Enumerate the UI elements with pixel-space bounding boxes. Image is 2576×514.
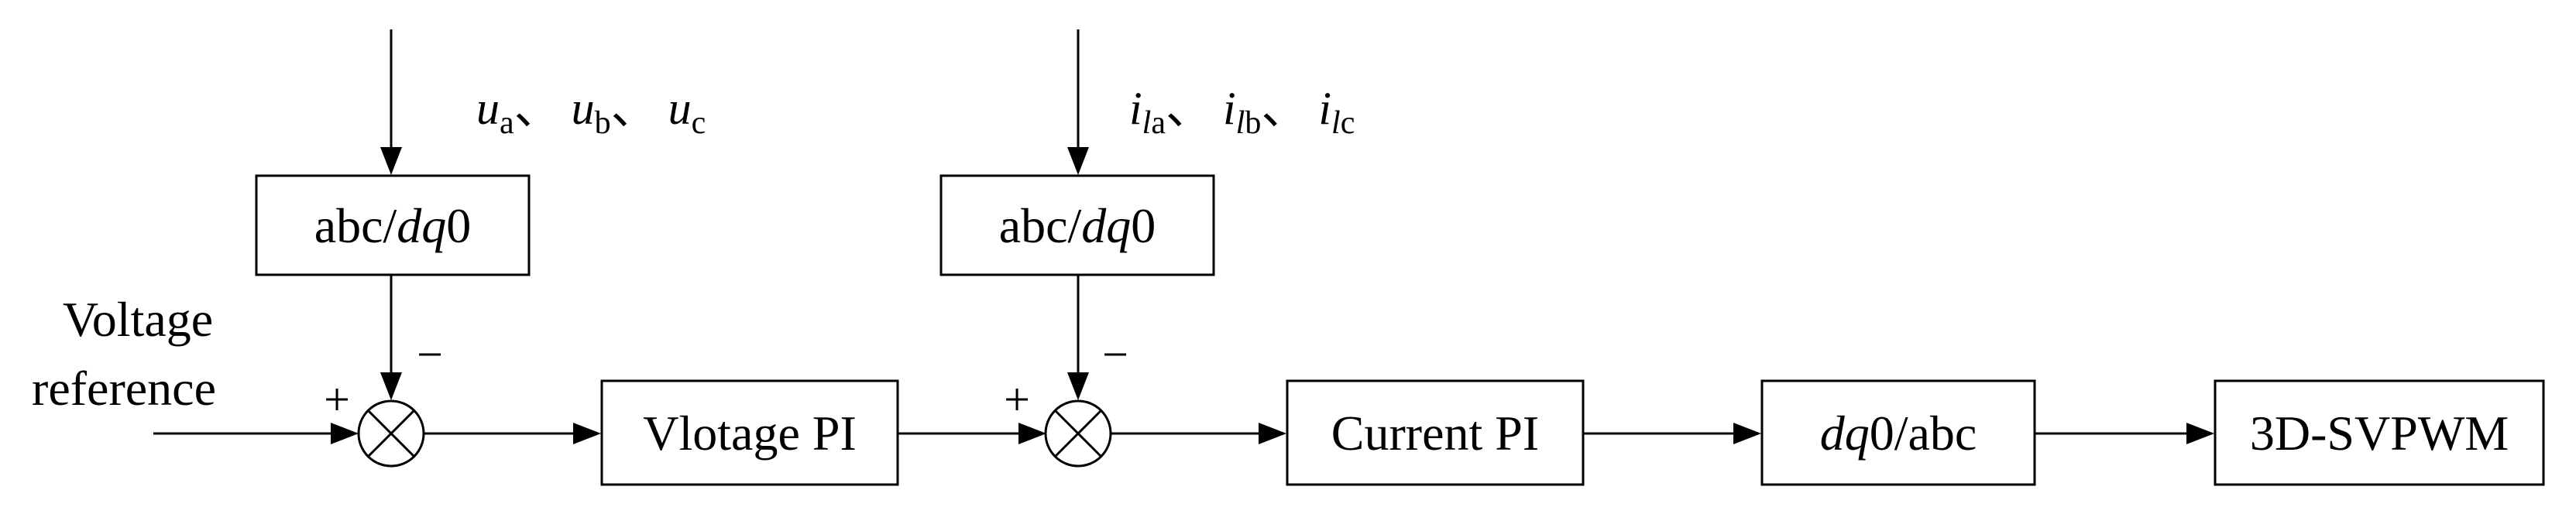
current-signals-label: ila、ilb、ilc [1129, 83, 1355, 141]
current-measurement-arrowhead [1067, 147, 1089, 175]
voltage-summing-junction-cross-b [366, 409, 416, 458]
voltage-sum-minus-sign: − [417, 329, 443, 380]
current-pi-block [1286, 379, 1585, 486]
svpwm-block [2214, 379, 2545, 486]
voltage-measurement-arrowhead [380, 147, 402, 175]
abc-dq0-current-block [939, 174, 1215, 276]
voltage-reference-arrowhead [331, 423, 359, 444]
current-sum-plus-sign: + [1004, 374, 1030, 425]
dq0-abc-output-arrowhead [2186, 423, 2214, 444]
voltage-pi-output-arrowhead [1018, 423, 1046, 444]
dq0-abc-label: dq0/abc [1820, 406, 1977, 461]
current-feedback-arrowhead [1067, 372, 1089, 400]
abc-dq0-voltage-block [255, 174, 531, 276]
voltage-error-arrowhead [573, 423, 601, 444]
current-error-arrowhead [1259, 423, 1286, 444]
current-pi-label: Current PI [1331, 406, 1539, 461]
abc-dq0-current-label: abc/dq0 [999, 198, 1156, 253]
dq0-abc-block [1760, 379, 2036, 486]
voltage-reference-label-line1: Voltage [63, 292, 213, 347]
svpwm-label: 3D-SVPWM [2250, 406, 2509, 461]
voltage-pi-label: Vlotage PI [643, 406, 857, 461]
abc-dq0-voltage-label: abc/dq0 [314, 198, 472, 253]
current-pi-output-arrowhead [1733, 423, 1761, 444]
voltage-reference-label-line2: reference [32, 361, 216, 416]
current-sum-minus-sign: − [1102, 329, 1128, 380]
current-summing-junction-cross-b [1053, 409, 1103, 458]
voltage-feedback-arrowhead [380, 372, 402, 400]
voltage-sum-plus-sign: + [324, 374, 350, 425]
voltage-signals-label: ua、ub、uc [476, 83, 706, 141]
